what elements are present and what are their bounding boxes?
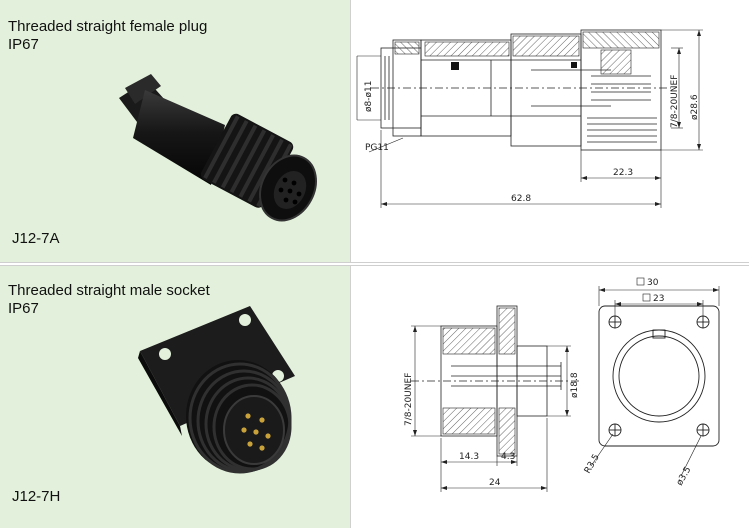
top-product-rating: IP67 [8, 36, 39, 53]
top-product-title: Threaded straight female plug [8, 18, 208, 35]
dim-len-b: 4.3 [501, 452, 515, 462]
dim-outer-dia: ø28.6 [690, 94, 700, 120]
bottom-product-code: J12-7H [12, 488, 61, 505]
dim-cable-range: ø8-ø11 [364, 81, 374, 112]
dim-thread-socket: 7/8-20UNEF [404, 373, 414, 426]
top-product-panel: Threaded straight female plug IP67 J12-7… [0, 0, 350, 262]
panel-divider-horizontal [0, 262, 749, 266]
dim-gland: PG11 [365, 143, 389, 153]
dim-len-total: 24 [489, 478, 501, 488]
dim-thread: 7/8-20UNEF [670, 75, 680, 128]
dim-square-inner: 23 [653, 294, 664, 304]
top-product-code: J12-7A [12, 230, 60, 247]
dim-corner-radius: R3.5 [583, 453, 602, 476]
male-socket-image [138, 306, 295, 474]
bottom-product-rating: IP67 [8, 300, 39, 317]
male-socket-drawing: 14.3 4.3 24 7/8-20UNEF ø18.8 [404, 277, 720, 492]
dim-length-total: 62.8 [511, 194, 531, 204]
dim-len-a: 14.3 [459, 452, 479, 462]
dim-inner-dia: ø18.8 [570, 372, 580, 398]
dim-square-outer: 30 [647, 278, 659, 288]
dim-hole-dia: ø3.5 [675, 465, 694, 487]
female-plug-image [119, 74, 317, 222]
bottom-product-panel: Threaded straight male socket IP67 J12-7… [0, 266, 350, 528]
female-plug-drawing: 22.3 62.8 PG11 ø28.6 7/8-20UNEF ø8-ø11 [356, 29, 703, 208]
bottom-product-title: Threaded straight male socket [8, 282, 210, 299]
dim-length-short: 22.3 [613, 168, 633, 178]
